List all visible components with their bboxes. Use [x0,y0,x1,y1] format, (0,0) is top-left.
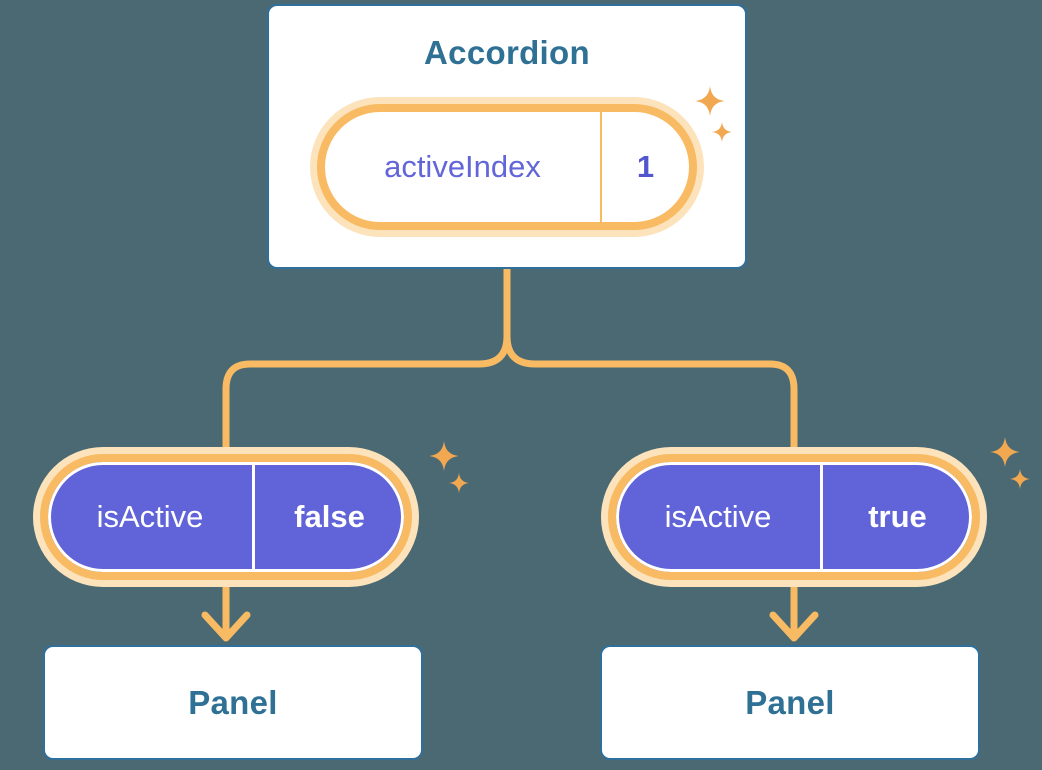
sparkle-icon [449,473,469,493]
down-arrow-left-icon [201,581,251,642]
down-arrow-right-icon [769,581,819,642]
wire-accordion-to-right-pill [503,265,798,458]
state-pill-divider [600,112,602,222]
prop-pill-value: false [294,499,365,534]
state-pill-value: 1 [636,149,655,184]
wire-accordion-to-left-pill [222,265,511,458]
active-index-state-pill: activeIndex 1 [317,104,697,230]
accordion-title: Accordion [424,34,590,71]
sparkle-icon [990,437,1020,467]
prop-pill-divider [252,465,255,569]
prop-pill-name: isActive [664,499,772,534]
panel-label: Panel [188,683,278,721]
panel-card-left: Panel [43,645,423,760]
sparkle-icon [429,441,459,471]
sparkle-icon [1010,469,1030,489]
prop-pill-name: isActive [96,499,204,534]
prop-pill-divider [820,465,823,569]
is-active-prop-pill-right: isActive true [608,454,980,580]
is-active-prop-pill-left: isActive false [40,454,412,580]
state-pill-name: activeIndex [384,149,541,184]
panel-label: Panel [745,683,835,721]
prop-pill-value: true [868,499,927,534]
panel-card-right: Panel [600,645,980,760]
